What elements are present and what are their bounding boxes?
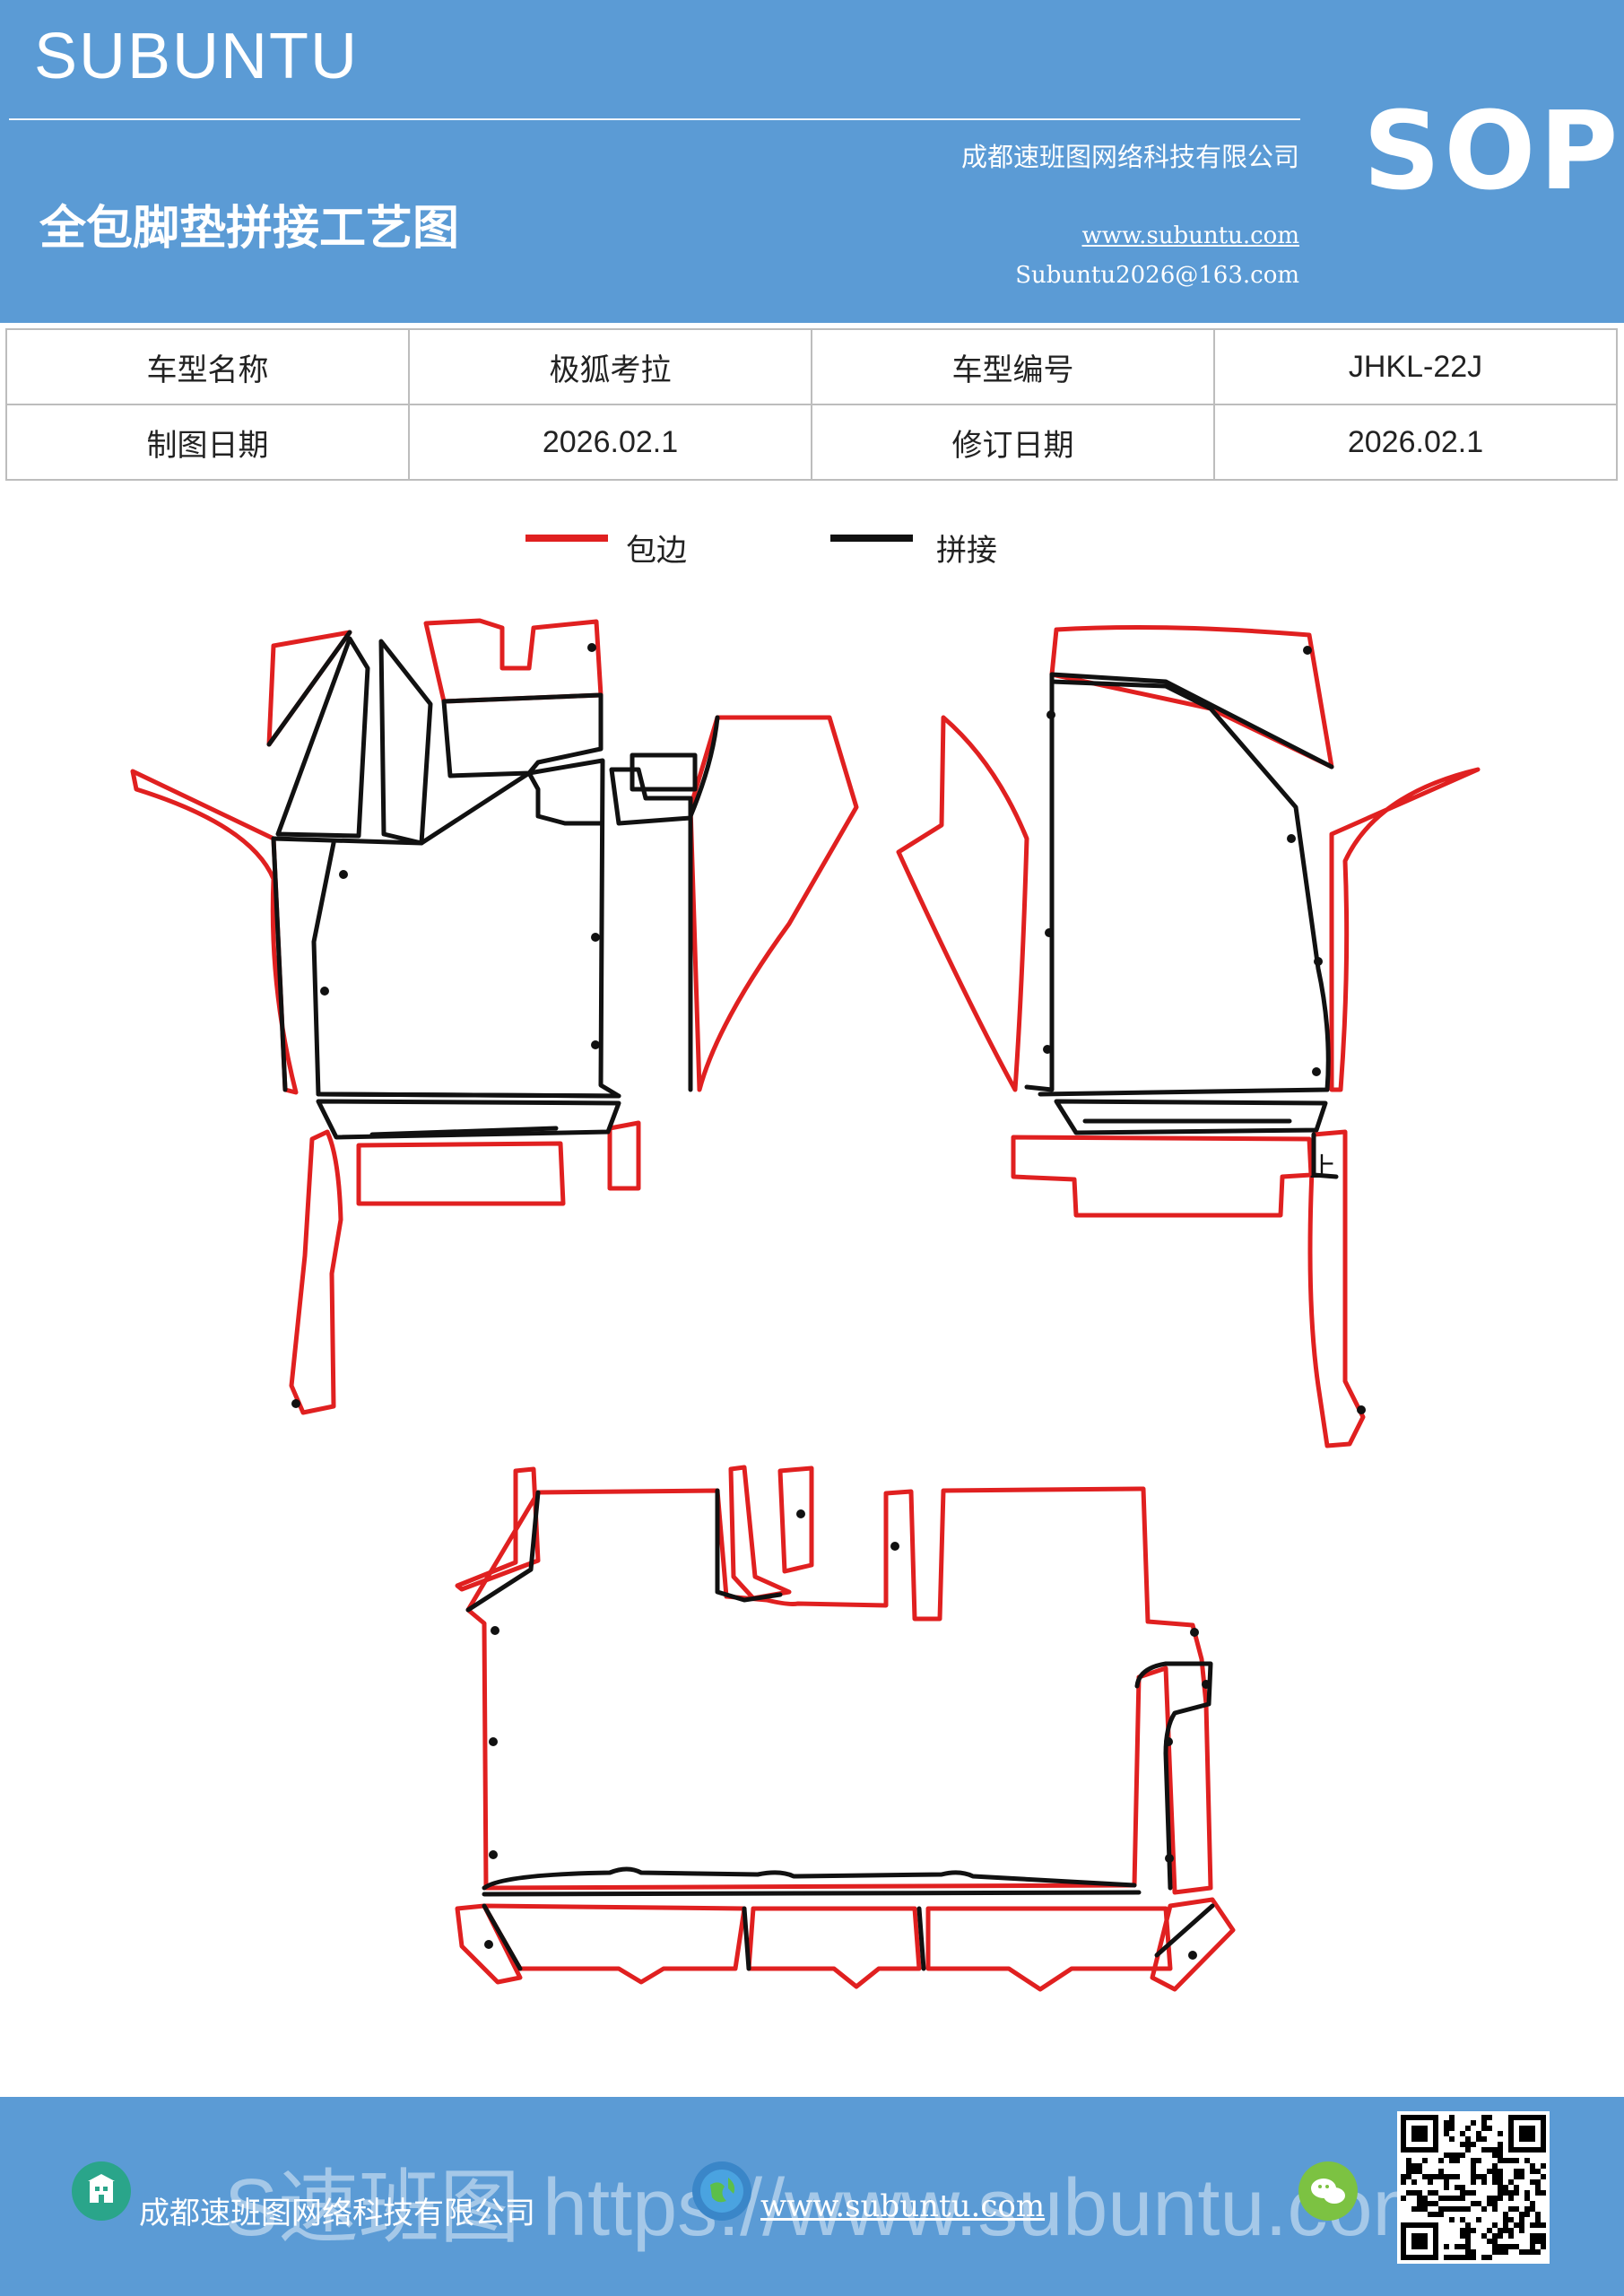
mat-front-right-door [896, 715, 1029, 1092]
mat-front-left-top [423, 618, 604, 704]
mat-rear-bottom-c [925, 1906, 1173, 1992]
value-revise-date: 2026.02.1 [1213, 404, 1618, 481]
label-revise-date: 修订日期 [811, 404, 1215, 481]
brand-logo-text: SUBUNTU [34, 21, 360, 92]
label-draw-date: 制图日期 [5, 404, 410, 481]
mat-front-center-console [688, 715, 859, 1092]
legend-seam-label: 拼接 [936, 533, 997, 569]
header-company: 成都速班图网络科技有限公司 [960, 142, 1299, 172]
mat-rear-bottom-b [746, 1906, 922, 1989]
orientation-label: 上 [1309, 1152, 1336, 1184]
legend-edge-line [525, 535, 608, 542]
table-row: 车型名称 极狐考拉 车型编号 JHKL-22J [5, 328, 1618, 405]
mat-rear-main [465, 1486, 1213, 1895]
header-divider [9, 118, 1300, 120]
label-model-name: 车型名称 [5, 328, 410, 405]
header-website-link[interactable]: www.subuntu.com [1081, 222, 1300, 249]
page-title: 全包脚垫拼接工艺图 [39, 202, 460, 256]
mat-front-left-pad [356, 1141, 566, 1206]
mat-front-left-heel [289, 1129, 343, 1415]
mat-rear-bottom-a [482, 1903, 747, 1985]
footer-website-link[interactable]: www.subuntu.com [760, 2188, 1046, 2224]
mat-front-left-small [607, 1120, 641, 1191]
header-email: Subuntu2026@163.com [1015, 262, 1299, 289]
fastener-dots [291, 643, 1366, 1960]
value-model-code: JHKL-22J [1213, 328, 1618, 405]
mat-rear-small-tab [777, 1465, 814, 1574]
globe-icon [692, 2161, 751, 2221]
footer-company: 成都速班图网络科技有限公司 [139, 2196, 535, 2231]
mat-front-right-side [1329, 767, 1481, 1092]
wechat-icon [1298, 2161, 1358, 2221]
sop-badge: SOP [1363, 90, 1622, 214]
mat-rear-left-flap [455, 1466, 541, 1592]
mat-rear-bottom-left [455, 1903, 523, 1985]
mat-front-right-pad [1011, 1135, 1314, 1218]
mat-front-left-side [130, 769, 299, 1095]
label-model-code: 车型编号 [811, 328, 1215, 405]
legend-edge-label: 包边 [626, 533, 687, 569]
vehicle-info-table: 车型名称 极狐考拉 车型编号 JHKL-22J 制图日期 2026.02.1 修… [5, 328, 1618, 481]
legend-seam-line [830, 535, 913, 542]
header-banner [0, 0, 1624, 323]
qr-code-image [1397, 2111, 1550, 2264]
mat-front-right-heel [1307, 1129, 1366, 1448]
floor-mat-diagram: 上 [130, 618, 1481, 1992]
mat-rear-mid-strip [728, 1465, 792, 1601]
mat-front-right-top [1049, 625, 1334, 770]
table-row: 制图日期 2026.02.1 修订日期 2026.02.1 [5, 404, 1618, 481]
value-model-name: 极狐考拉 [408, 328, 812, 405]
building-icon [72, 2161, 131, 2221]
mat-rear-bottom-right [1150, 1897, 1236, 1992]
footer-watermark: S速班图 https://www.subuntu.com [224, 2163, 1440, 2253]
value-draw-date: 2026.02.1 [408, 404, 812, 481]
